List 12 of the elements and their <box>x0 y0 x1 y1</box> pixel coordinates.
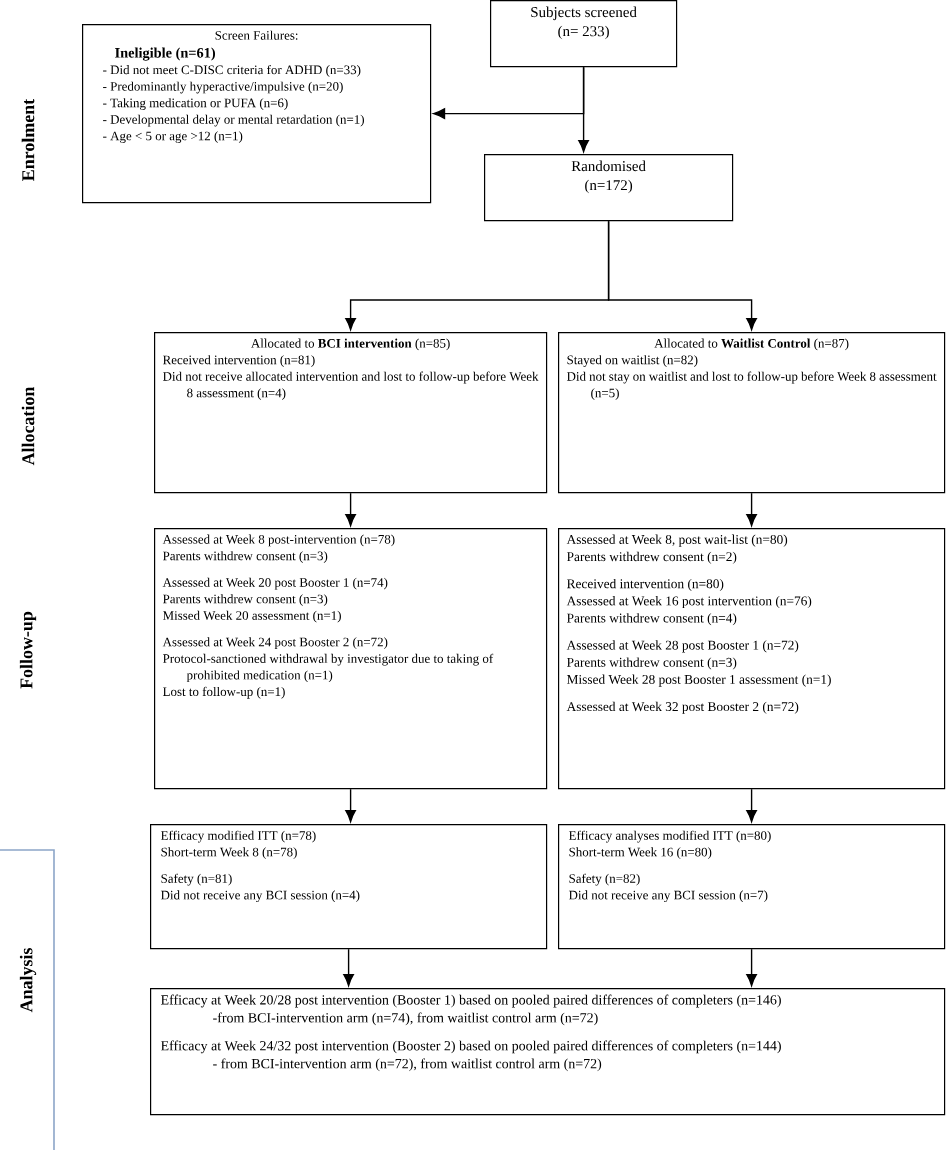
section-label: Analysis <box>19 948 37 1013</box>
arrow <box>607 220 757 331</box>
section-label: Enrolment <box>21 98 35 181</box>
arrow <box>746 788 757 823</box>
arrow <box>746 948 757 987</box>
section-label: Follow-up <box>19 611 37 689</box>
arrow <box>578 66 589 153</box>
arrow <box>345 492 356 527</box>
section-label: Allocation <box>21 386 35 466</box>
arrow <box>746 492 757 527</box>
arrow <box>345 788 356 823</box>
arrow <box>343 948 354 987</box>
